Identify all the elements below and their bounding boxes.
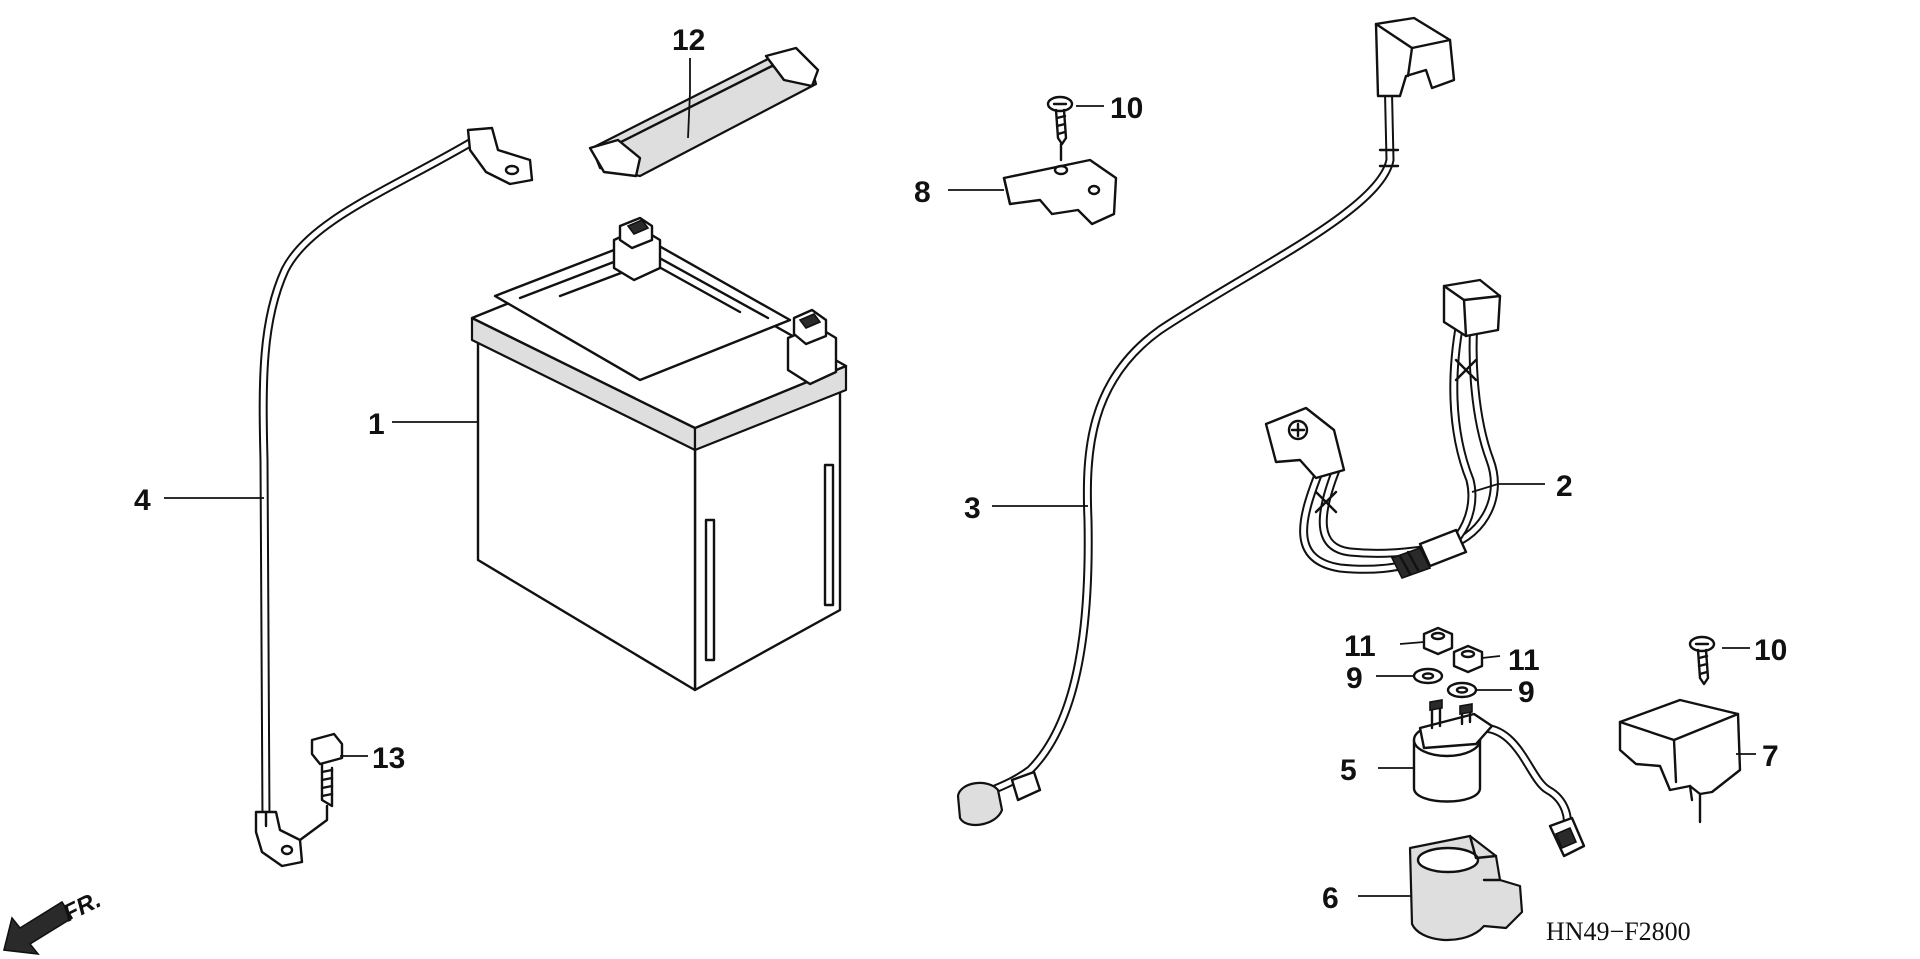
screw-part-10-lower[interactable] [1688, 635, 1716, 686]
leader-lines [164, 58, 1756, 897]
starter-cable-part-3[interactable] [956, 16, 1456, 827]
callout-part-1: 1 [368, 408, 385, 441]
callout-part-11-left: 11 [1344, 630, 1376, 663]
screw-part-10-upper[interactable] [1046, 95, 1074, 162]
callout-part-12: 12 [672, 24, 705, 57]
battery-part-1[interactable] [470, 216, 848, 692]
washer-part-9-right[interactable] [1446, 681, 1478, 699]
callout-part-3: 3 [964, 492, 981, 525]
callout-part-13: 13 [372, 742, 405, 775]
callout-part-5: 5 [1340, 754, 1357, 787]
callout-part-10-lower: 10 [1754, 634, 1787, 667]
callout-part-4: 4 [134, 484, 151, 517]
wire-harness-part-2[interactable] [1264, 278, 1502, 579]
ground-cable-part-4[interactable] [254, 126, 534, 868]
callout-part-8: 8 [914, 176, 931, 209]
nut-part-11-left[interactable] [1422, 626, 1454, 656]
bolt-part-13[interactable] [298, 732, 344, 842]
nut-part-11-right[interactable] [1452, 644, 1484, 674]
callout-part-6: 6 [1322, 882, 1339, 915]
callout-part-9-right: 9 [1518, 676, 1535, 709]
washer-part-9-left[interactable] [1412, 667, 1444, 685]
callout-part-7: 7 [1762, 740, 1779, 773]
starter-relay-part-5[interactable] [1412, 699, 1586, 858]
figure-code: HN49−F2800 [1546, 917, 1691, 946]
relay-bracket-part-7[interactable] [1618, 698, 1742, 824]
callout-numbers: 1 2 3 4 5 6 7 8 9 9 10 10 11 11 12 13 [134, 24, 1787, 915]
callout-part-10-upper: 10 [1110, 92, 1143, 125]
relay-cover-part-6[interactable] [1408, 834, 1524, 942]
bracket-part-8[interactable] [1002, 158, 1118, 226]
battery-strap-part-12[interactable] [588, 46, 820, 178]
callout-part-2: 2 [1556, 470, 1573, 503]
front-direction-arrow: FR. [3, 886, 105, 956]
callout-part-11-right: 11 [1508, 644, 1540, 677]
callout-part-9-left: 9 [1346, 662, 1363, 695]
